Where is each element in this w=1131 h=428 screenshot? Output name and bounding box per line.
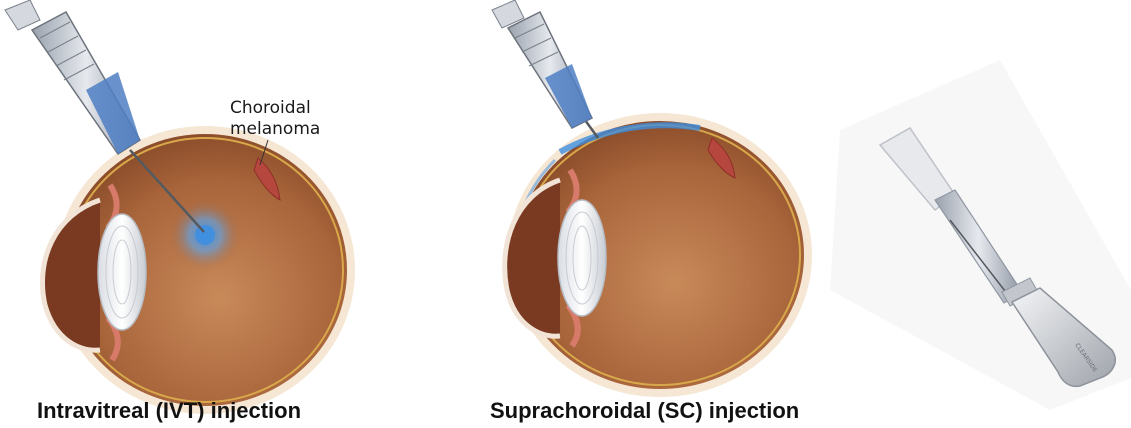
cornea: [42, 200, 100, 350]
ivt-caption: Intravitreal (IVT) injection: [37, 398, 301, 424]
annotation-line-1: Choroidal: [230, 98, 311, 118]
ivt-eye-diagram: [42, 130, 351, 410]
sc-cornea: [505, 180, 560, 336]
sc-lens: [558, 200, 606, 316]
sc-syringe: [492, 0, 598, 138]
lens: [98, 214, 146, 330]
sc-caption: Suprachoroidal (SC) injection: [490, 398, 799, 424]
microinjector-photo: CLEARSIDE: [830, 60, 1131, 410]
annotation-line-2: melanoma: [230, 119, 320, 139]
sc-eye-diagram: [505, 117, 808, 393]
